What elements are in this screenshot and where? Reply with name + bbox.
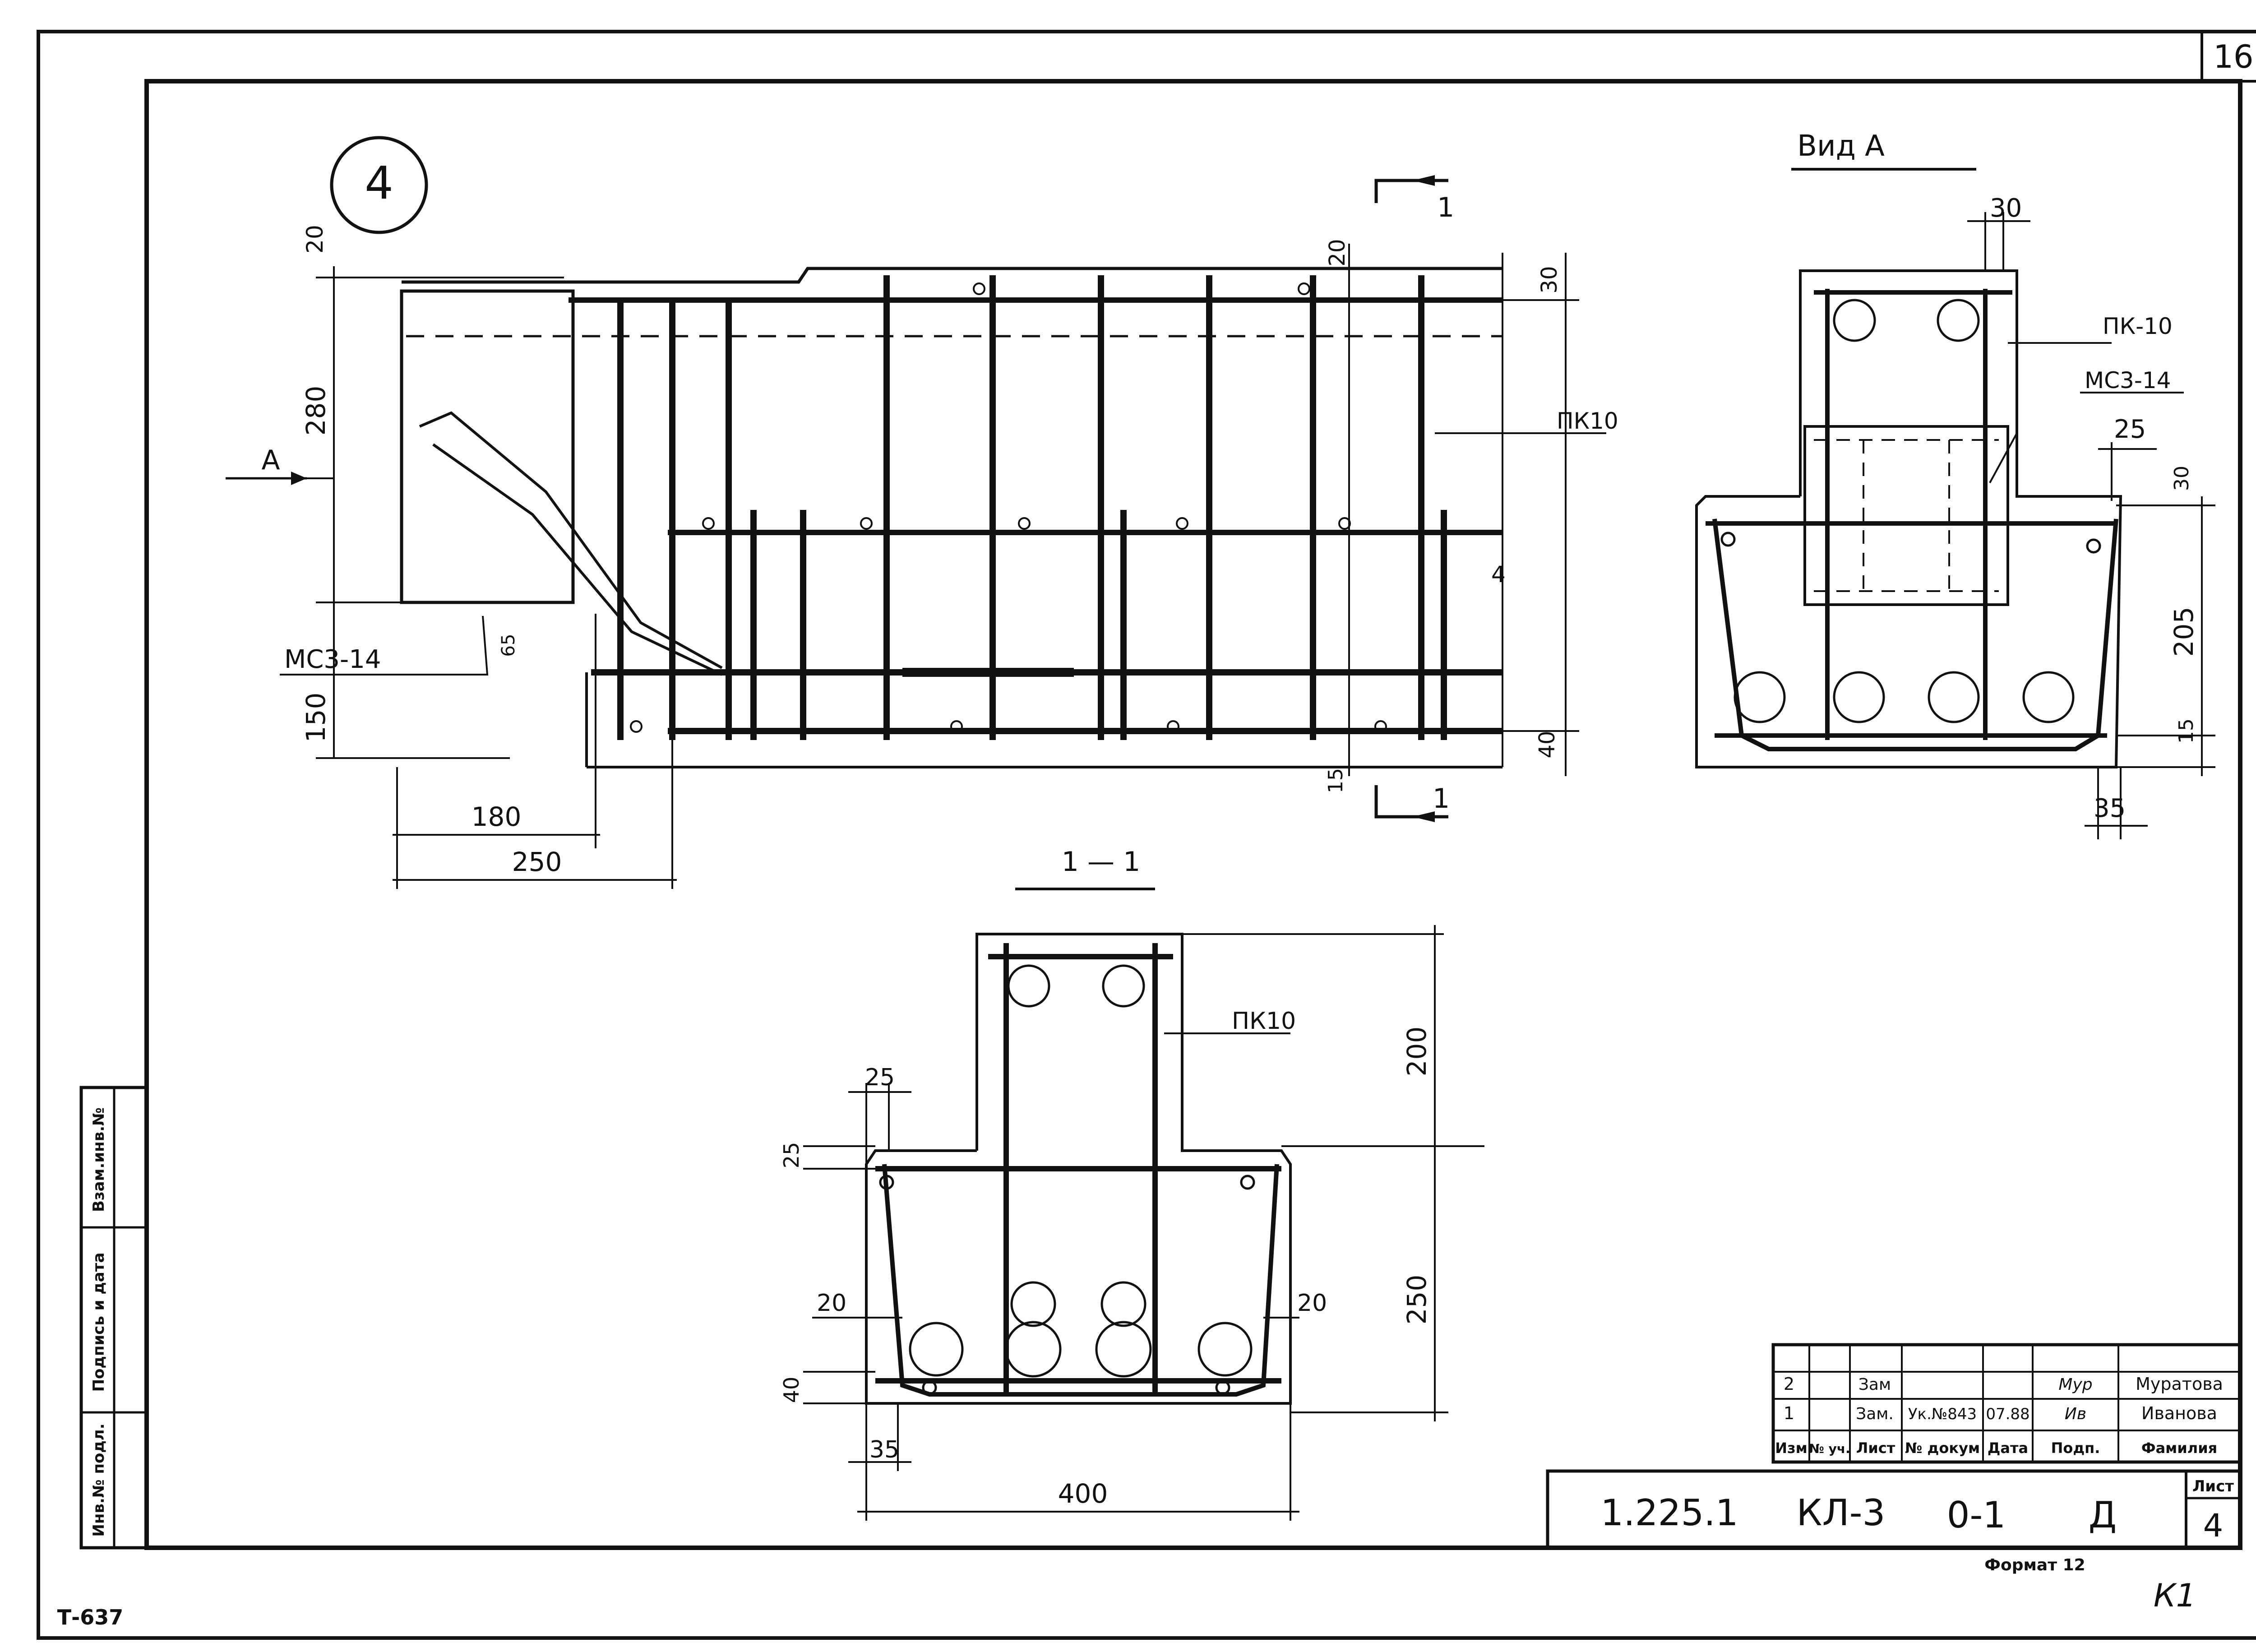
rev2-sign: Мур <box>2058 1375 2092 1394</box>
view-a-label-mc3: МС3-14 <box>2085 367 2171 393</box>
col-uch: № уч. <box>1809 1441 1850 1456</box>
section-dim-25-left: 25 <box>779 1142 804 1169</box>
rev1-sign: Ив <box>2065 1405 2086 1423</box>
doc-stage: Д <box>2089 1494 2117 1536</box>
view-a-bars <box>1720 299 2101 723</box>
section-dim-20-left: 20 <box>817 1290 846 1317</box>
rev2-izm: 2 <box>1784 1374 1794 1394</box>
dim-15: 15 <box>1324 768 1347 793</box>
page-number-box <box>2201 30 2256 83</box>
section-bars <box>879 964 1255 1395</box>
inner-frame <box>144 79 2242 1550</box>
stamp-replacement: Взам.инв.№ <box>90 1107 108 1212</box>
stamp-original-number: Инв.№ подл. <box>90 1423 108 1536</box>
section-dim-200: 200 <box>1401 1027 1432 1077</box>
label-mark-4: 4 <box>1491 561 1506 588</box>
section-dim-20-right: 20 <box>1297 1290 1327 1317</box>
rev1-list: Зам. <box>1856 1405 1894 1423</box>
dim-30: 30 <box>1537 266 1562 293</box>
view-a-label-pk10: ПК-10 <box>2103 313 2173 339</box>
dim-40: 40 <box>1535 731 1560 758</box>
view-a-dim-35: 35 <box>2094 794 2126 823</box>
longitudinal-bar-dots <box>630 282 1387 733</box>
rev2-list: Зам <box>1858 1375 1891 1394</box>
dim-20-right: 20 <box>1325 239 1350 266</box>
dim-280: 280 <box>300 386 331 436</box>
section-dim-400: 400 <box>1058 1478 1108 1509</box>
page-number: 16 <box>2213 38 2253 75</box>
view-a-dim-205: 205 <box>2168 607 2199 657</box>
rev2-name: Муратова <box>2136 1374 2223 1394</box>
view-arrow-label: А <box>261 444 280 476</box>
col-doc: № докум <box>1905 1439 1980 1457</box>
outer-frame <box>37 30 2256 1640</box>
doc-sheet-code: 0-1 <box>1947 1494 2006 1536</box>
view-number: 4 <box>365 157 393 209</box>
side-stamp: Взам.инв.№ Подпись и дата Инв.№ подл. <box>79 1086 148 1550</box>
stirrups <box>617 275 1447 740</box>
view-a-dim-25: 25 <box>2114 415 2146 444</box>
left-code: Т-637 <box>57 1605 124 1629</box>
col-date: Дата <box>1988 1439 2028 1457</box>
section-1-1: 1 — 1 <box>779 846 1484 1521</box>
section-mark-bottom: 1 <box>1433 783 1450 814</box>
section-dim-35: 35 <box>869 1436 899 1463</box>
corner-mark: К1 <box>2154 1577 2196 1614</box>
col-sign: Подп. <box>2051 1439 2100 1457</box>
stamp-signature-date: Подпись и дата <box>90 1253 108 1392</box>
rev1-doc: Ук.№843 <box>1908 1405 1977 1423</box>
label-pk10-main: ПК10 <box>1557 408 1618 434</box>
col-name: Фамилия <box>2141 1439 2217 1457</box>
rev1-name: Иванова <box>2141 1403 2217 1423</box>
doc-mark: КЛ-3 <box>1797 1492 1886 1534</box>
rev1-date: 07.88 <box>1986 1405 2029 1423</box>
section-label-pk10: ПК10 <box>1232 1008 1296 1035</box>
format-label: Формат 12 <box>1984 1556 2085 1574</box>
view-a-dim-30-right: 30 <box>2170 466 2193 491</box>
view-a-dim-15: 15 <box>2175 718 2198 744</box>
title-block: 2 Зам Мур Муратова 1 Зам. Ук.№843 07.88 … <box>1546 1343 2242 1550</box>
main-dimensions <box>280 244 1579 889</box>
view-a-title: Вид А <box>1797 130 1885 163</box>
section-title: 1 — 1 <box>1062 846 1141 878</box>
main-view: 4 <box>226 136 1618 889</box>
view-a-dim-30-top: 30 <box>1990 194 2022 223</box>
dim-250: 250 <box>512 847 562 877</box>
sheet-number: 4 <box>2203 1507 2224 1544</box>
rev1-izm: 1 <box>1784 1403 1794 1423</box>
section-dim-250: 250 <box>1401 1275 1432 1325</box>
col-izm: Изм <box>1775 1439 1808 1457</box>
dim-20-top: 20 <box>302 225 328 254</box>
dim-65: 65 <box>498 634 519 657</box>
section-dim-25-top: 25 <box>865 1064 895 1091</box>
view-a: Вид А <box>1695 130 2215 839</box>
doc-code: 1.225.1 <box>1600 1492 1738 1534</box>
dim-150: 150 <box>300 693 331 743</box>
section-mark-top: 1 <box>1437 192 1454 223</box>
sheet-label: Лист <box>2192 1477 2234 1495</box>
label-mc3-main: МС3-14 <box>284 645 381 674</box>
section-dim-40: 40 <box>779 1377 804 1403</box>
view-number-circle <box>330 136 428 234</box>
col-list: Лист <box>1856 1439 1895 1457</box>
dim-180: 180 <box>472 801 522 832</box>
